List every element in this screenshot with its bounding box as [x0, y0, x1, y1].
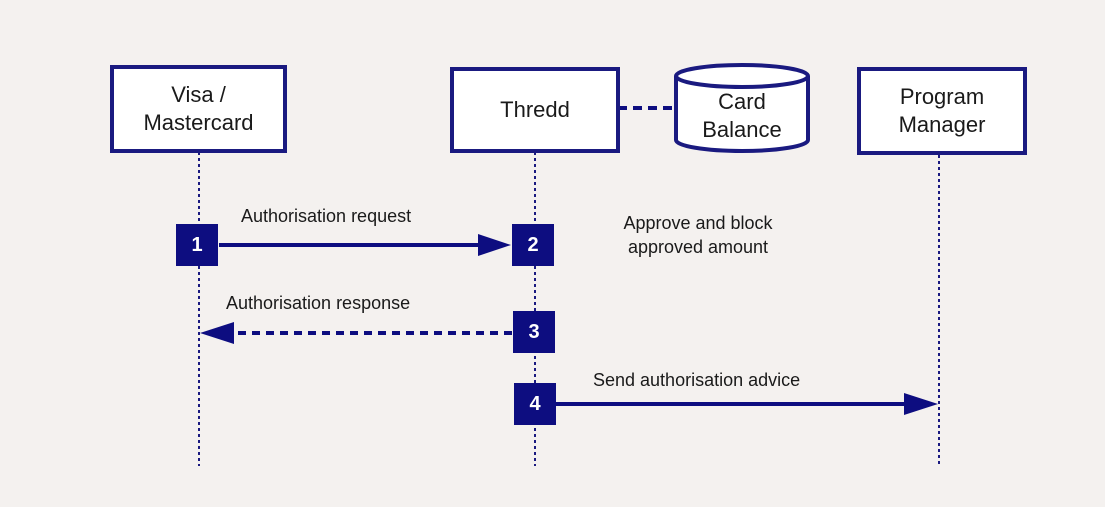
card-balance-line2: Balance [702, 117, 782, 142]
actor-visa-line2: Mastercard [143, 110, 254, 135]
card-balance-database-icon [674, 63, 810, 153]
step-2-marker: 2 [512, 224, 554, 266]
note-approve-line2: approved amount [627, 237, 769, 257]
msg-auth-request: Authorisation request [241, 206, 412, 226]
actor-program-manager-line1: Program [899, 84, 985, 109]
msg-send-advice: Send authorisation advice [593, 370, 801, 390]
actor-program-manager-line2: Manager [898, 112, 986, 137]
arrow-auth-request [219, 234, 511, 256]
actor-visa-mastercard: Visa / Mastercard [110, 65, 287, 153]
card-balance-line1: Card [718, 89, 766, 114]
step-4-marker: 4 [514, 383, 556, 425]
note-approve-line1: Approve and block [623, 213, 773, 233]
step-3-marker: 3 [513, 311, 555, 353]
step-1-marker: 1 [176, 224, 218, 266]
actor-thredd-label: Thredd [500, 97, 570, 122]
actor-thredd: Thredd [450, 67, 620, 153]
msg-auth-response: Authorisation response [226, 293, 411, 313]
actor-program-manager: Program Manager [857, 67, 1027, 155]
arrow-auth-response [200, 322, 512, 344]
actor-visa-line1: Visa / [171, 82, 226, 107]
card-balance-label: Card Balance [676, 88, 808, 144]
arrow-send-advice [556, 393, 938, 415]
note-approve-block: Approve and block approved amount [598, 211, 798, 259]
